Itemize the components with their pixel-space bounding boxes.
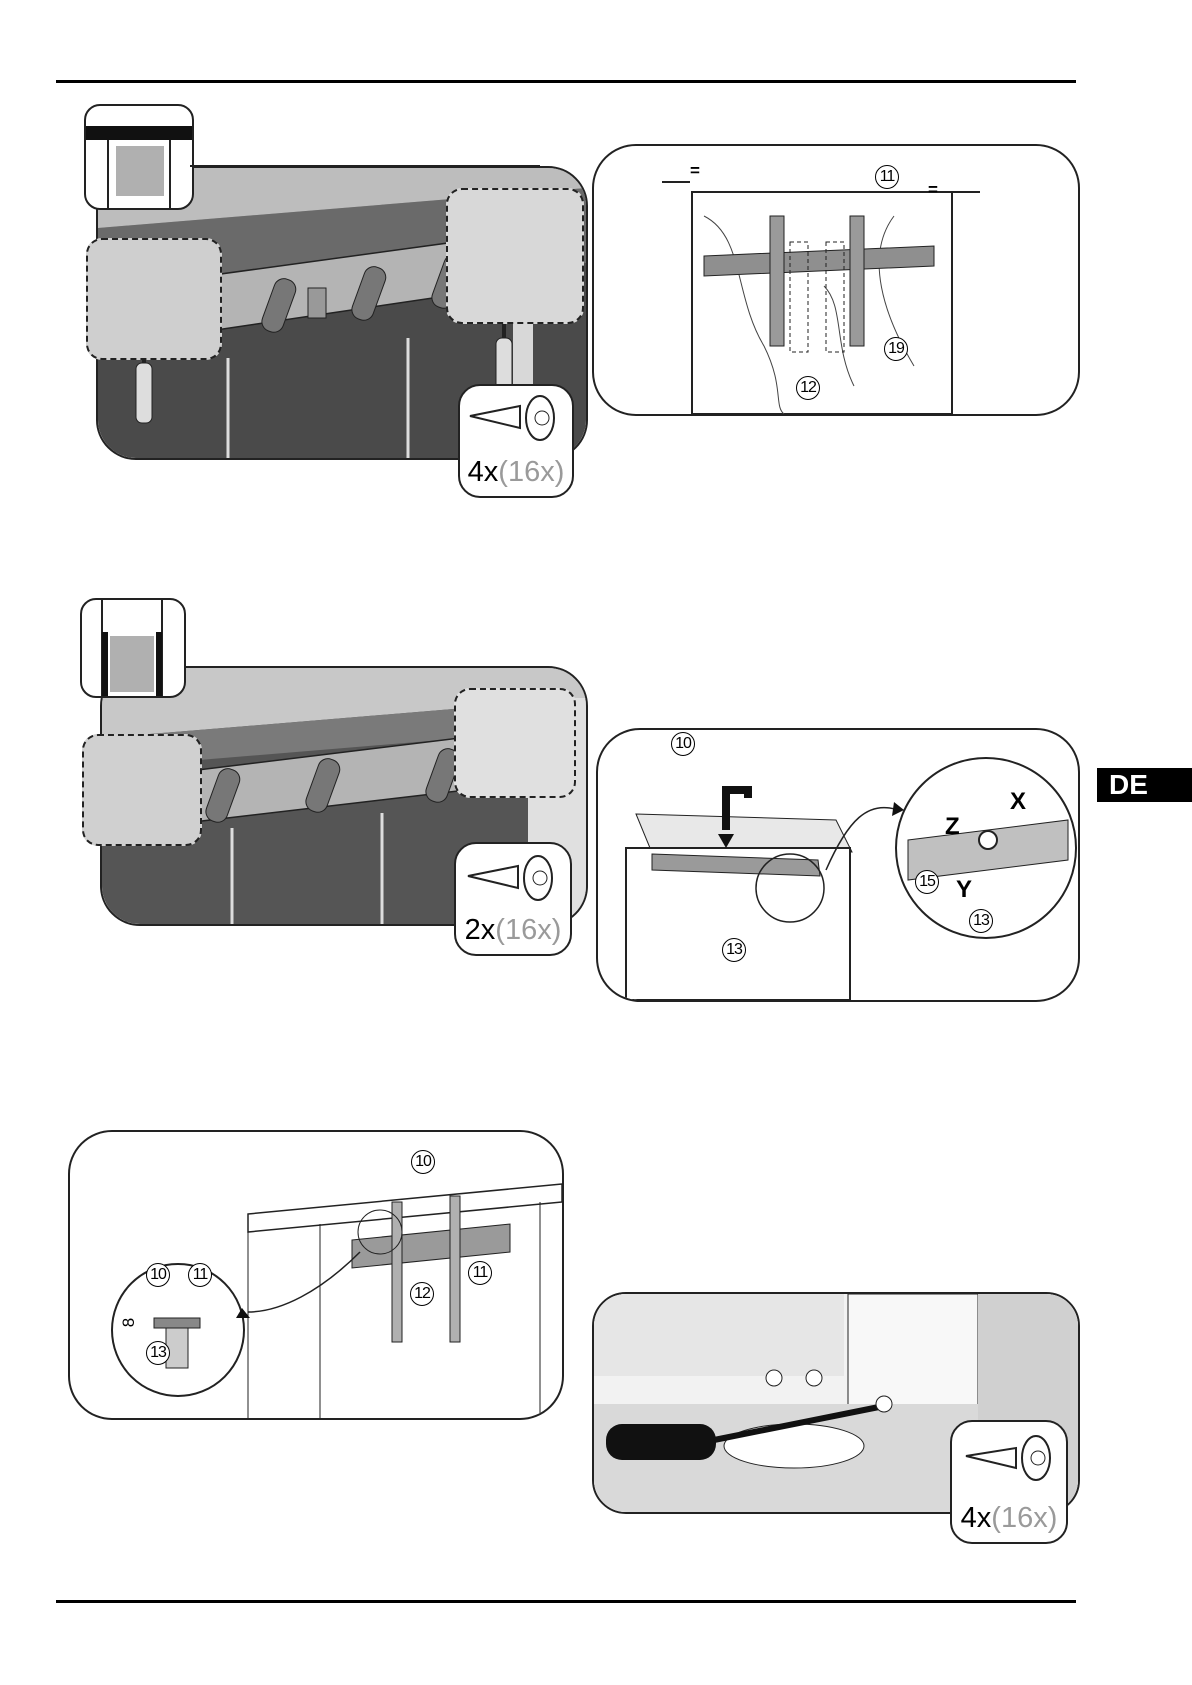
detail-zoom-right	[446, 188, 584, 324]
dimension-8: 8	[120, 1318, 137, 1327]
figure-2-illustration	[594, 146, 1078, 414]
callout-11: 11	[468, 1261, 492, 1285]
figure-1-position-thumbnail	[84, 104, 194, 210]
figure-1-leader-line	[190, 150, 550, 170]
equal-mark-left: =	[690, 162, 700, 179]
header-rule	[56, 80, 1076, 83]
screw-quantity-label: 2x(16x)	[456, 914, 570, 946]
detail-zoom-left	[82, 734, 202, 846]
callout-10: 10	[411, 1150, 435, 1174]
language-tab[interactable]: DE	[1097, 768, 1192, 802]
callout-15: 15	[915, 870, 939, 894]
axis-label-y: Y	[956, 878, 972, 902]
callout-11: 11	[875, 165, 899, 189]
callout-11-detail: 11	[188, 1263, 212, 1287]
callout-13-detail: 13	[969, 909, 993, 933]
footer-rule	[56, 1600, 1076, 1603]
callout-10: 10	[671, 732, 695, 756]
callout-10-detail: 10	[146, 1263, 170, 1287]
callout-12: 12	[796, 376, 820, 400]
figure-4-illustration	[598, 730, 1078, 1000]
axis-label-z: Z	[945, 815, 960, 839]
screw-quantity-box-1: 4x(16x)	[458, 384, 574, 498]
screw-quantity-label: 4x(16x)	[460, 456, 572, 488]
screw-quantity-box-3: 2x(16x)	[454, 842, 572, 956]
callout-13-detail: 13	[146, 1341, 170, 1365]
figure-3-position-thumbnail	[80, 598, 186, 698]
figure-4-panel	[596, 728, 1080, 1002]
screw-quantity-label: 4x(16x)	[952, 1502, 1066, 1534]
detail-zoom-left	[86, 238, 222, 360]
callout-12: 12	[410, 1282, 434, 1306]
detail-zoom-right	[454, 688, 576, 798]
figure-2-panel	[592, 144, 1080, 416]
screw-quantity-box-6: 4x(16x)	[950, 1420, 1068, 1544]
equal-mark-right: =	[928, 181, 938, 198]
callout-19: 19	[884, 337, 908, 361]
axis-label-x: X	[1010, 790, 1026, 814]
callout-13: 13	[722, 938, 746, 962]
